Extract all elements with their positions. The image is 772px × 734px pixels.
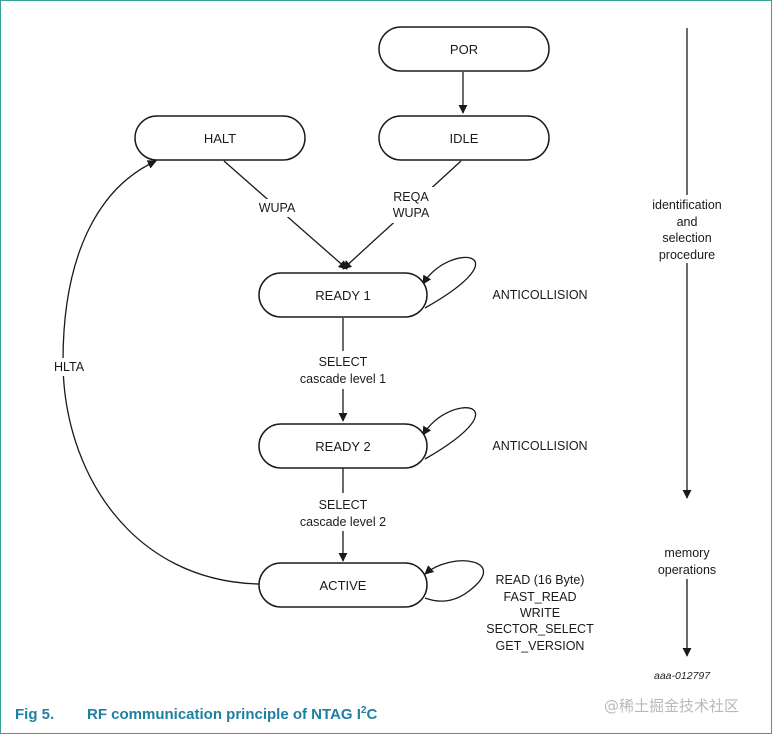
- state-ready2-label: READY 2: [315, 439, 370, 454]
- phase-identification-label-4: procedure: [659, 248, 715, 262]
- transition-ready1-loop-label: ANTICOLLISION: [492, 288, 587, 302]
- state-idle-label: IDLE: [450, 131, 479, 146]
- state-halt: [134, 115, 306, 161]
- transition-idle-ready1-label-2: WUPA: [393, 206, 430, 220]
- transition-active-halt-label: HLTA: [54, 360, 85, 374]
- transition-active-loop-label-1: READ (16 Byte): [496, 573, 585, 587]
- transition-ready2-loop-label: ANTICOLLISION: [492, 439, 587, 453]
- state-ready2: [258, 423, 428, 469]
- figure-caption: Fig 5. RF communication principle of NTAG…: [15, 705, 377, 723]
- state-active-label: ACTIVE: [320, 578, 367, 593]
- figure-title: RF communication principle of NTAG I: [87, 706, 361, 723]
- transition-ready2-active-label-2: cascade level 2: [300, 515, 386, 529]
- transition-ready2-active-label-1: SELECT: [319, 498, 368, 512]
- figure-title-superscript: 2: [360, 705, 367, 716]
- transition-idle-ready1-label-1: REQA: [393, 190, 429, 204]
- phase-memory-label-1: memory: [664, 546, 710, 560]
- phase-memory-label-2: operations: [658, 563, 716, 577]
- figure-number: Fig 5.: [15, 706, 55, 723]
- phase-identification-label-3: selection: [662, 231, 711, 245]
- state-por-label: POR: [450, 42, 478, 57]
- transition-active-loop-label-4: SECTOR_SELECT: [486, 622, 594, 636]
- state-por: [378, 26, 550, 72]
- watermark: @稀土掘金技术社区: [604, 697, 740, 715]
- transition-active-loop-label-2: FAST_READ: [504, 590, 577, 604]
- transition-active-loop-label-5: GET_VERSION: [496, 639, 585, 653]
- state-halt-label: HALT: [204, 131, 236, 146]
- loop-active: [424, 560, 485, 602]
- transition-ready1-ready2-label-2: cascade level 1: [300, 372, 386, 386]
- phase-identification-label-1: identification: [652, 198, 722, 212]
- state-ready1-label: READY 1: [315, 288, 370, 303]
- loop-ready2: [422, 407, 477, 460]
- arrow-active-halt: [62, 160, 260, 585]
- loop-ready1: [422, 256, 477, 309]
- transition-ready1-ready2-label-1: SELECT: [319, 355, 368, 369]
- document-id: aaa-012797: [654, 670, 711, 682]
- phase-identification-label-2: and: [677, 215, 698, 229]
- transition-active-loop-label-3: WRITE: [520, 606, 560, 620]
- transition-halt-ready1-label: WUPA: [259, 201, 296, 215]
- figure-title-end: C: [366, 706, 378, 723]
- state-idle: [378, 115, 550, 161]
- state-diagram: POR IDLE HALT READY 1 READY 2 ACTIVE WUP…: [47, 26, 722, 657]
- state-ready1: [258, 272, 428, 318]
- state-active: [258, 562, 428, 608]
